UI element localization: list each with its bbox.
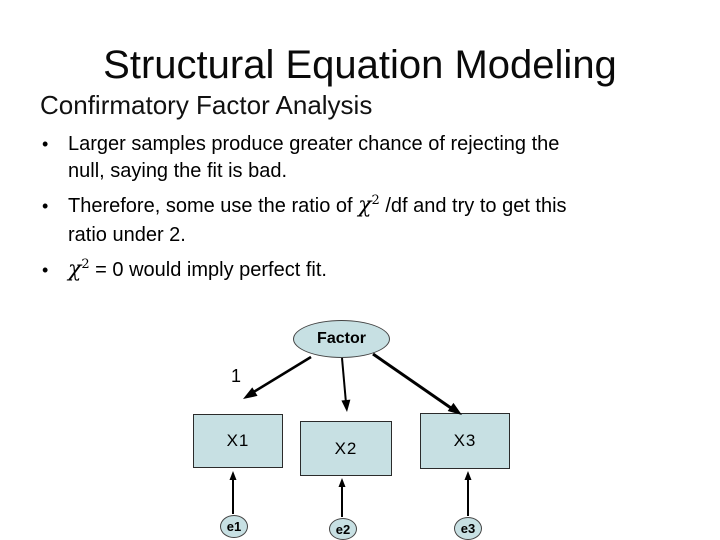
arrowhead-e1-x1 [229, 471, 237, 480]
bullet-glyph: • [42, 134, 49, 154]
bullet-text: Therefore, some use the ratio of χ2 /df … [68, 193, 567, 246]
factor-label: Factor [317, 330, 366, 347]
error-label: e1 [226, 519, 242, 534]
indicator-label: X3 [453, 431, 477, 450]
slide-title: Structural Equation Modeling [103, 43, 617, 87]
error-ellipse-e1: e1 [220, 515, 248, 538]
bullet-item-1: • Larger samples produce greater chance … [42, 131, 690, 185]
loading-label: 1 [231, 366, 242, 386]
arrowhead-e3-x3 [464, 471, 472, 480]
bullet-text: Larger samples produce greater chance of… [68, 133, 560, 182]
bullet-text: χ2 = 0 would imply perfect fit. [68, 257, 327, 282]
bullet-item-3: • χ2 = 0 would imply perfect fit. [42, 257, 690, 286]
chi-symbol: χ [68, 257, 82, 282]
error-label: e3 [460, 521, 476, 536]
factor-ellipse: Factor [293, 320, 390, 358]
indicator-box-x1: X1 [193, 414, 283, 468]
arrowhead-factor-x2 [341, 399, 351, 412]
indicator-label: X1 [226, 431, 250, 450]
arrowhead-factor-x1 [243, 387, 258, 399]
indicator-label: X2 [334, 438, 358, 458]
bullet-glyph: • [42, 196, 49, 216]
chi-superscript: 2 [81, 257, 90, 272]
error-ellipse-e2: e2 [329, 518, 357, 540]
bullet-glyph: • [42, 260, 49, 280]
indicator-box-x2: X2 [300, 421, 392, 476]
arrowhead-e2-x2 [338, 478, 346, 487]
arrow-factor-x2 [341, 357, 347, 404]
indicator-box-x3: X3 [420, 413, 510, 469]
chi-superscript: 2 [371, 193, 380, 208]
error-label: e2 [335, 521, 351, 537]
chi-symbol: χ [358, 193, 372, 218]
slide-subtitle: Confirmatory Factor Analysis [40, 90, 373, 120]
bullet-item-2: • Therefore, some use the ratio of χ2 /d… [42, 193, 690, 249]
error-ellipse-e3: e3 [454, 517, 482, 540]
arrow-factor-x3 [372, 352, 452, 410]
bullet-list: • Larger samples produce greater chance … [42, 131, 690, 294]
arrow-factor-x1 [251, 355, 312, 395]
